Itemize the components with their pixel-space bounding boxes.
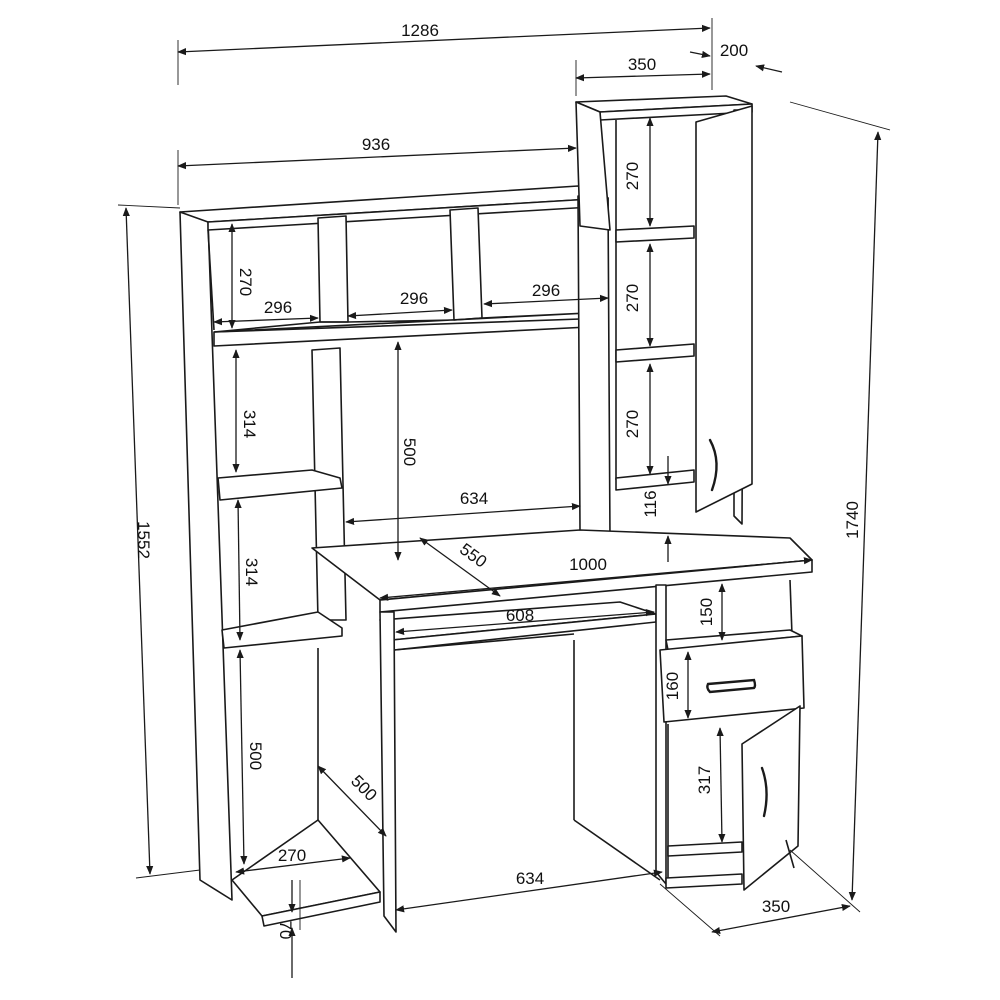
label-knee-lower: 500 bbox=[246, 742, 265, 770]
label-bottom-shelf-width: 270 bbox=[278, 846, 306, 865]
left-shelf-2 bbox=[221, 611, 343, 649]
label-tower-depth: 200 bbox=[720, 41, 748, 60]
desk-left-leg bbox=[379, 611, 397, 933]
label-niche-height: 150 bbox=[697, 598, 716, 626]
tower-shelf-1 bbox=[615, 225, 695, 243]
label-hutch-width: 936 bbox=[362, 135, 390, 154]
label-cabinet-height: 317 bbox=[695, 766, 714, 794]
label-inner-width-top: 634 bbox=[460, 489, 488, 508]
dim-line-tower-depth bbox=[689, 50, 711, 58]
dim-line-left-shelf-2 bbox=[234, 499, 244, 641]
tower-shelf-3 bbox=[615, 469, 695, 491]
label-drawer-height: 160 bbox=[663, 672, 682, 700]
pedestal-side bbox=[655, 584, 667, 885]
label-tower-shelf-3: 270 bbox=[623, 410, 642, 438]
pedestal-bottom bbox=[665, 873, 743, 889]
tower-left-panel bbox=[575, 101, 611, 231]
label-plinth: 70 bbox=[276, 921, 295, 940]
label-knee-upper: 500 bbox=[400, 438, 419, 466]
label-left-shelf-2: 314 bbox=[242, 558, 261, 586]
dim-line-overall-height bbox=[848, 131, 882, 901]
label-bottom-shelf-depth: 500 bbox=[347, 771, 380, 804]
cabinet-door bbox=[741, 705, 801, 891]
dim-line-hutch-width bbox=[177, 144, 577, 170]
cabinet-shelf bbox=[667, 841, 743, 857]
dim-line-desk-width bbox=[379, 557, 813, 601]
label-pedestal-depth: 350 bbox=[762, 897, 790, 916]
dim-line-cabinet bbox=[716, 727, 726, 843]
dimension-lines bbox=[122, 24, 882, 978]
dim-line-bottom-shelf-width bbox=[235, 855, 351, 875]
label-overall-width: 1286 bbox=[401, 21, 439, 40]
dim-line-overall-width bbox=[177, 24, 711, 56]
label-cubby-width-2: 296 bbox=[400, 289, 428, 308]
dim-line-knee-lower bbox=[236, 649, 248, 865]
cubby-divider-1 bbox=[317, 215, 349, 323]
tower-shelf-2 bbox=[615, 343, 695, 363]
label-tower-shelf-1: 270 bbox=[623, 162, 642, 190]
dim-line-inner-width-bottom bbox=[395, 869, 663, 913]
label-desk-width: 1000 bbox=[569, 555, 607, 574]
label-inner-width-bottom: 634 bbox=[516, 869, 544, 888]
label-tower-shelf-2: 270 bbox=[623, 284, 642, 312]
label-keyboard-tray: 608 bbox=[506, 606, 534, 625]
dim-line-tower-width bbox=[575, 70, 711, 82]
dim-line-cubby-width-2 bbox=[347, 306, 453, 320]
label-tower-width: 350 bbox=[628, 55, 656, 74]
label-left-height: 1552 bbox=[134, 521, 153, 559]
dim-line-inner-width-top bbox=[345, 502, 581, 526]
dim-line-left-height bbox=[122, 207, 154, 875]
label-cubby-width-1: 296 bbox=[264, 298, 292, 317]
furniture-outline bbox=[179, 95, 813, 933]
bottom-left-shelf-front bbox=[261, 891, 381, 927]
drawer bbox=[659, 635, 805, 723]
dim-line-cubby-width-3 bbox=[483, 294, 609, 308]
label-cubby-height: 270 bbox=[236, 268, 255, 296]
hutch-right-panel bbox=[577, 195, 611, 541]
dim-line-bottom-shelf-depth bbox=[317, 765, 387, 837]
left-side-panel bbox=[179, 211, 233, 901]
label-left-shelf-1: 314 bbox=[240, 410, 259, 438]
tower-door bbox=[695, 105, 753, 513]
left-shelf-1 bbox=[217, 469, 343, 501]
drawer-handle bbox=[706, 678, 757, 694]
extension-lines bbox=[117, 18, 891, 937]
label-overall-height: 1740 bbox=[843, 501, 862, 539]
dim-line-tower-depth-b bbox=[755, 64, 783, 73]
dim-line-cubby-width-1 bbox=[213, 314, 319, 326]
dim-line-keyboard-tray bbox=[395, 609, 655, 635]
tower-door-handle bbox=[708, 438, 718, 492]
label-gap-116: 116 bbox=[641, 490, 660, 517]
dim-line-pedestal-depth bbox=[711, 903, 851, 935]
label-cubby-width-3: 296 bbox=[532, 281, 560, 300]
cabinet-door-handle bbox=[760, 766, 768, 818]
cubby-divider-2 bbox=[449, 207, 483, 321]
